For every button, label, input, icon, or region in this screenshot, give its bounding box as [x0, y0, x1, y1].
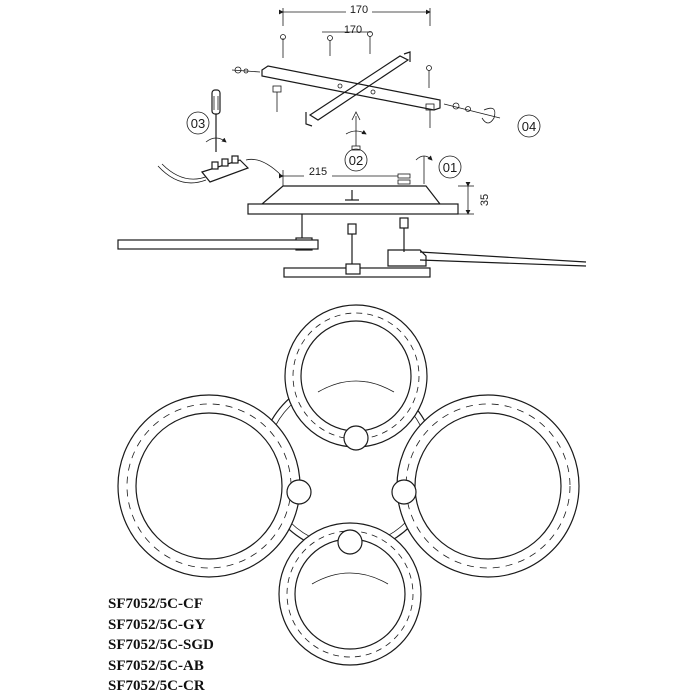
ceiling-canopy — [247, 185, 459, 215]
model-number-list: SF7052/5C-CF SF7052/5C-GY SF7052/5C-SGD … — [108, 594, 214, 697]
screwdriver-icon — [211, 89, 221, 152]
connector-ball-top — [343, 425, 369, 451]
model-number: SF7052/5C-SGD — [108, 637, 214, 653]
side-bolt-right — [443, 102, 501, 124]
step-04-circle — [517, 114, 541, 138]
step-02-label: 02 — [349, 153, 363, 168]
canopy-fixing-screw — [397, 155, 433, 185]
side-bolt-left — [231, 66, 261, 74]
dimension-canopy-height: 35 — [458, 182, 491, 215]
center-screw — [345, 111, 367, 151]
step-04-label: 04 — [522, 119, 536, 134]
model-number: SF7052/5C-CR — [108, 678, 205, 694]
step-03-label: 03 — [191, 116, 205, 131]
model-number: SF7052/5C-GY — [108, 616, 206, 633]
fixture-side-view — [117, 214, 587, 278]
cross-mounting-bracket — [261, 51, 441, 127]
ring-bottom — [278, 522, 422, 666]
dimension-canopy-width-label: 215 — [309, 166, 327, 178]
step-03-circle — [186, 111, 210, 135]
ring-left — [117, 394, 301, 578]
dimension-bracket-width-label: 170 — [344, 24, 362, 36]
terminal-block — [200, 155, 250, 183]
connector-ball-right — [391, 479, 417, 505]
fixture-front-view — [117, 304, 580, 666]
rotate-arrow-icon — [205, 137, 227, 143]
ring-right — [396, 394, 580, 578]
connector-ball-left — [286, 479, 312, 505]
connector-ball-bottom — [337, 529, 363, 555]
step-01-circle — [438, 155, 462, 179]
dimension-bracket-width: 170 — [322, 24, 372, 36]
dimension-top-width: 170 — [279, 3, 431, 26]
rotate-arrow-right-icon — [481, 107, 496, 124]
model-number: SF7052/5C-CF — [108, 596, 203, 612]
step-01-label: 01 — [443, 160, 457, 175]
dimension-canopy-height-label: 35 — [479, 194, 491, 206]
dimension-canopy-width: 215 — [279, 165, 398, 186]
mounting-screws — [272, 31, 435, 128]
dimension-top-width-label: 170 — [350, 4, 368, 16]
power-wires — [157, 158, 283, 184]
model-number: SF7052/5C-AB — [108, 657, 204, 674]
step-02-circle — [344, 148, 368, 172]
ring-top — [284, 304, 428, 448]
